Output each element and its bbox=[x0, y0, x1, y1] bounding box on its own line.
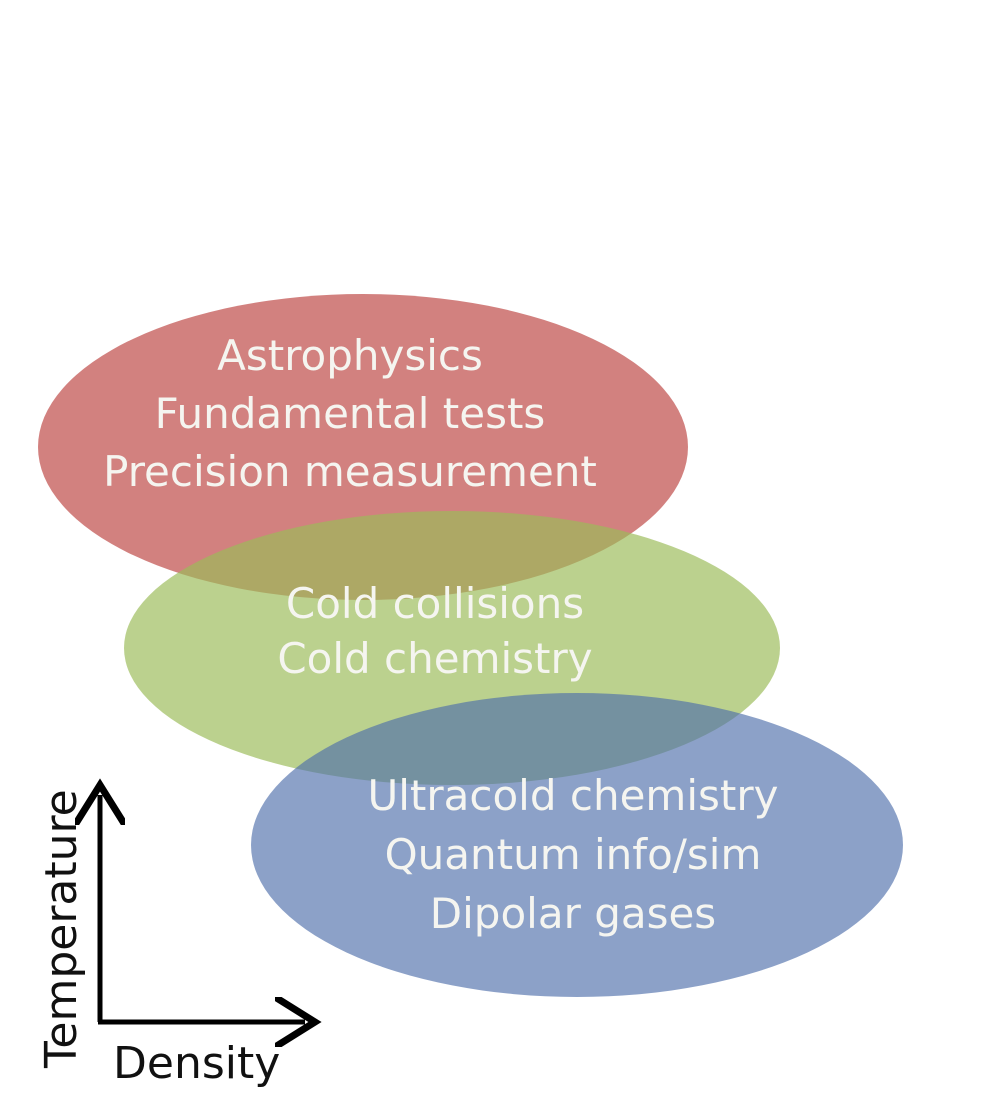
red-label-line-3: Precision measurement bbox=[103, 447, 597, 496]
blue-region bbox=[251, 693, 903, 997]
red-label-line-2: Fundamental tests bbox=[155, 389, 546, 438]
y-axis-label: Temperature bbox=[36, 789, 87, 1069]
blue-label-line-1: Ultracold chemistry bbox=[368, 771, 779, 820]
x-axis-label: Density bbox=[113, 1038, 280, 1089]
blue-label-line-2: Quantum info/sim bbox=[385, 830, 762, 879]
red-label-line-1: Astrophysics bbox=[217, 331, 483, 380]
blue-label-line-3: Dipolar gases bbox=[430, 889, 716, 938]
blue-ellipse bbox=[251, 693, 903, 997]
green-label-line-1: Cold collisions bbox=[286, 579, 584, 628]
axes: Temperature Density bbox=[36, 789, 305, 1089]
green-label-line-2: Cold chemistry bbox=[277, 634, 592, 683]
